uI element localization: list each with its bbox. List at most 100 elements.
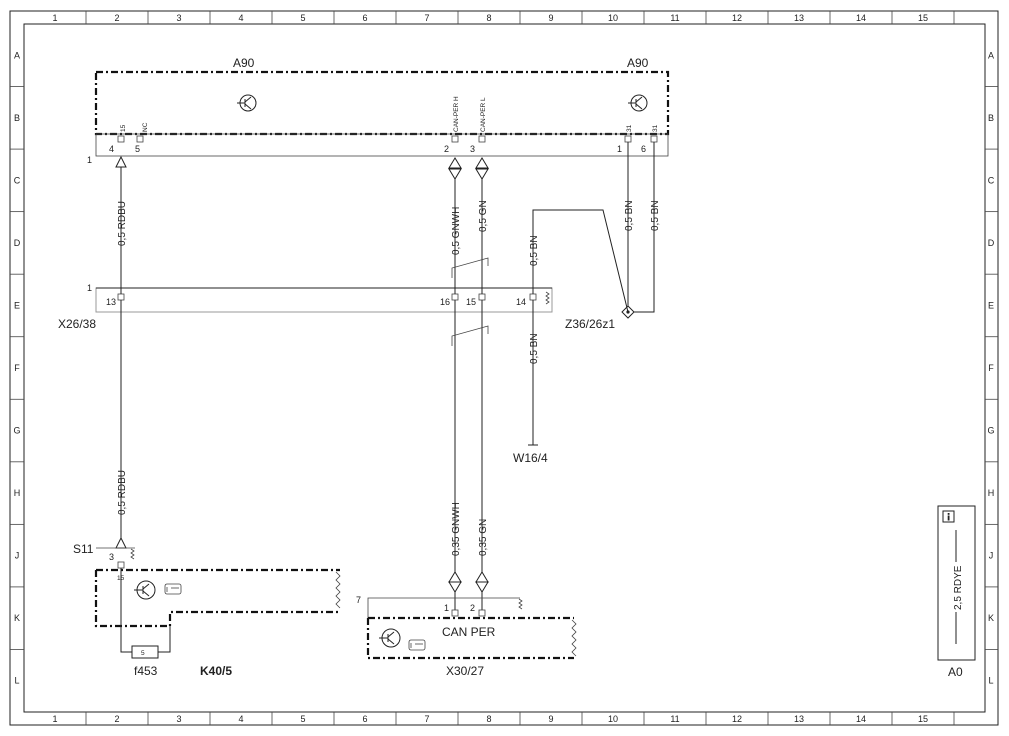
- grid-column-label-top: 1: [52, 13, 57, 23]
- grid-column-label-bottom: 7: [424, 714, 429, 724]
- z36-26z1-label: Z36/26z1: [565, 317, 615, 331]
- grid-column-label-bottom: 4: [238, 714, 243, 724]
- a90-connector-strip: [95, 133, 669, 157]
- grid-column-label-bottom: 15: [918, 714, 928, 724]
- grid-column-label-top: 5: [300, 13, 305, 23]
- grid-row-label-right: C: [988, 175, 995, 185]
- grid-row-label-left: D: [14, 238, 21, 248]
- grid-row-label-right: J: [989, 551, 994, 561]
- grid-row-label-left: K: [14, 613, 20, 623]
- grid-row-label-right: K: [988, 613, 994, 623]
- grid-row-label-left: H: [14, 488, 21, 498]
- transistor-icon: [379, 628, 401, 648]
- grid-column-label-bottom: 2: [114, 714, 119, 724]
- sheet-border: [9, 10, 999, 726]
- a90-pin-socket-5: [136, 135, 144, 143]
- grid-row-label-right: D: [988, 238, 995, 248]
- splice-diamond-icon[interactable]: [621, 305, 635, 319]
- grid-row-label-right: F: [988, 363, 994, 373]
- x30-frame-number: 7: [356, 595, 361, 605]
- a90-pin-3: 3: [470, 144, 475, 154]
- wire-label-bn-z36: 0,5 BN: [529, 235, 540, 266]
- grid-column-label-top: 14: [856, 13, 866, 23]
- a90-pin-socket-3: [478, 135, 486, 143]
- x26-pin-13: 13: [106, 297, 116, 307]
- a90-frame-number: 1: [87, 155, 92, 165]
- grid-column-label-bottom: 6: [362, 714, 367, 724]
- grid-column-label-top: 12: [732, 13, 742, 23]
- connector-triangle-icon: [115, 536, 127, 549]
- x30-connector-outline: [367, 597, 520, 618]
- grid-column-label-bottom: 1: [52, 714, 57, 724]
- x30-27-connector[interactable]: 7 1 2 CAN PER X30/27: [356, 571, 577, 678]
- grid-column-label-bottom: 3: [176, 714, 181, 724]
- x26-38-label: X26/38: [58, 317, 96, 331]
- k40-fuse-wire-left: [120, 568, 132, 653]
- x26-frame-number: 1: [87, 283, 92, 293]
- grid-column-label-bottom: 10: [608, 714, 618, 724]
- a90-module[interactable]: A90 A90 1 15 NC CAN-PER H CAN-PER L: [87, 56, 670, 165]
- twisted-pair-mark-bottom: [451, 325, 489, 346]
- x30-27-label: X30/27: [446, 664, 484, 678]
- a90-pin-socket-1: [624, 135, 632, 143]
- info-icon[interactable]: [942, 510, 955, 523]
- x30-pin-1: 1: [444, 603, 449, 613]
- fuse-f453[interactable]: [131, 645, 159, 659]
- grid-column-label-top: 8: [486, 13, 491, 23]
- a0-label: A0: [948, 665, 963, 679]
- grid-row-label-right: L: [988, 676, 993, 686]
- k40-pin-3: 3: [109, 552, 114, 562]
- a90-left-label: A90: [233, 56, 255, 70]
- wire-label-gnwh-bottom: 0,35 GNWH: [451, 502, 462, 556]
- x30-pin-socket-1: [451, 609, 459, 617]
- a90-pin-4: 4: [109, 144, 114, 154]
- grid-row-label-left: A: [14, 50, 20, 60]
- k40-5-label: K40/5: [200, 664, 232, 678]
- a90-pin-socket-4: [117, 135, 125, 143]
- grid-column-label-bottom: 8: [486, 714, 491, 724]
- can-per-label: CAN PER: [442, 625, 496, 639]
- legend-a0[interactable]: 2,5 RDYE A0: [937, 505, 976, 679]
- connector-triangle-icon: [448, 157, 462, 180]
- transistor-icon: [628, 94, 648, 112]
- grid-column-label-top: 7: [424, 13, 429, 23]
- w16-4-label: W16/4: [513, 451, 548, 465]
- x26-pin-socket-15: [478, 293, 486, 301]
- x30-pin-socket-2: [478, 609, 486, 617]
- a90-pin-1: 1: [617, 144, 622, 154]
- grid-row-label-left: G: [13, 426, 20, 436]
- grid-column-label-top: 6: [362, 13, 367, 23]
- a90-pin-socket-2: [451, 135, 459, 143]
- pointing-hand-icon[interactable]: [164, 583, 182, 595]
- x30-break-mark: [518, 598, 523, 610]
- grid-row-label-left: C: [14, 175, 21, 185]
- wire-bn-z36[interactable]: [532, 209, 629, 313]
- x26-pin-socket-13: [117, 293, 125, 301]
- a90-signal-nc: NC: [142, 122, 149, 132]
- pointing-hand-icon[interactable]: [408, 639, 426, 651]
- wire-label-gn-bottom: 0,35 GN: [478, 519, 489, 556]
- k40-frame-break: [335, 571, 341, 609]
- grid-column-label-top: 10: [608, 13, 618, 23]
- grid-column-label-top: 2: [114, 13, 119, 23]
- k40-5-module[interactable]: S11 3 15 5 f453 K40/5: [73, 536, 341, 678]
- grid-column-label-bottom: 13: [794, 714, 804, 724]
- a90-right-label: A90: [627, 56, 649, 70]
- grid-column-label-bottom: 5: [300, 714, 305, 724]
- x26-38-connector[interactable]: 1 X26/38 13 16 15 14: [58, 283, 553, 331]
- connector-triangle-icon: [115, 155, 127, 168]
- wire-bn-a90-pin6[interactable]: [634, 142, 655, 313]
- wire-label-bn-w16: 0,5 BN: [529, 333, 540, 364]
- can-per-frame-break: [571, 619, 577, 657]
- grid-column-label-top: 13: [794, 13, 804, 23]
- s11-label: S11: [73, 542, 94, 556]
- x30-pin-2: 2: [470, 603, 475, 613]
- grid-row-label-left: E: [14, 300, 20, 310]
- x26-break-mark: [545, 291, 550, 305]
- x26-pin-socket-16: [451, 293, 459, 301]
- grid-row-label-right: B: [988, 113, 994, 123]
- x26-pin-15: 15: [466, 297, 476, 307]
